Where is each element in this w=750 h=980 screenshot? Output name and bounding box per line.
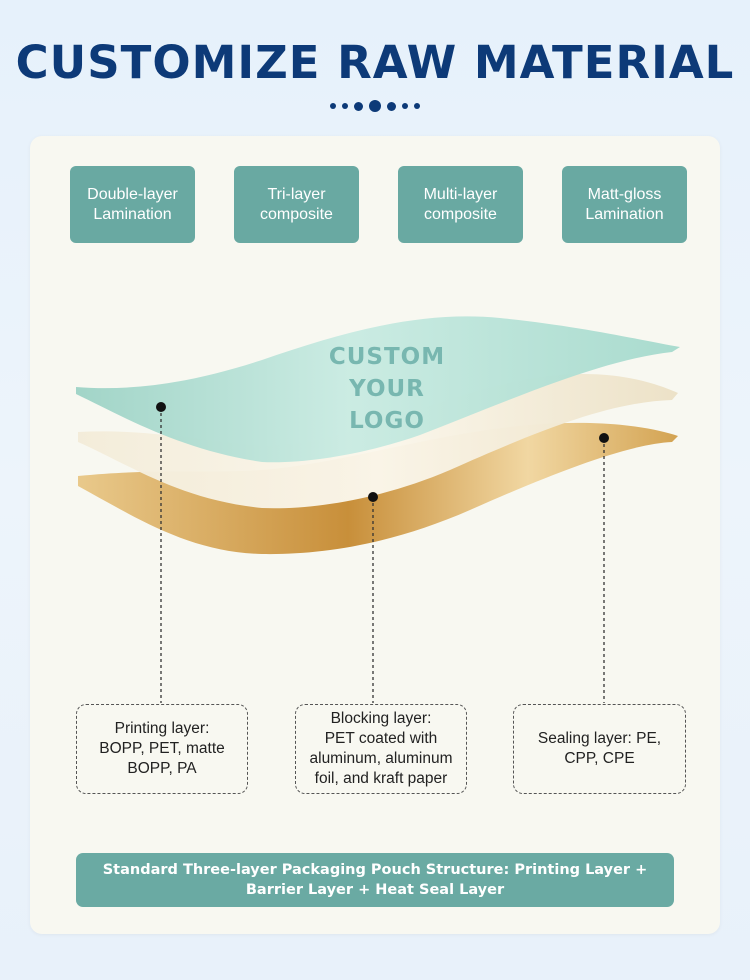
blocking-layer-label: Blocking layer: PET coated with aluminum…	[295, 704, 467, 794]
logo-line-3: LOGO	[349, 408, 425, 434]
divider-dot	[402, 103, 408, 109]
divider-dot	[369, 100, 381, 112]
sealing-marker	[599, 433, 609, 443]
title-divider-dots	[0, 98, 750, 114]
divider-dot	[342, 103, 348, 109]
tag-multi-layer-composite: Multi-layer composite	[398, 166, 523, 243]
divider-dot	[354, 101, 363, 111]
page-title: CUSTOMIZE RAW MATERIAL	[15, 36, 735, 89]
printing-layer-label: Printing layer: BOPP, PET, matte BOPP, P…	[76, 704, 248, 794]
printing-layer-sheet	[76, 316, 680, 463]
logo-line-1: CUSTOM	[329, 344, 445, 370]
tag-matt-gloss-lamination: Matt-gloss Lamination	[562, 166, 687, 243]
divider-dot	[387, 101, 396, 111]
divider-dot	[414, 103, 420, 109]
logo-line-2: YOUR	[348, 376, 425, 402]
structure-summary-banner: Standard Three-layer Packaging Pouch Str…	[76, 853, 674, 907]
tag-tri-layer-composite: Tri-layer composite	[234, 166, 359, 243]
printing-marker	[156, 402, 166, 412]
tag-double-layer-lamination: Double-layer Lamination	[70, 166, 195, 243]
divider-dot	[330, 103, 336, 109]
blocking-marker	[368, 492, 378, 502]
sealing-layer-label: Sealing layer: PE, CPP, CPE	[513, 704, 686, 794]
